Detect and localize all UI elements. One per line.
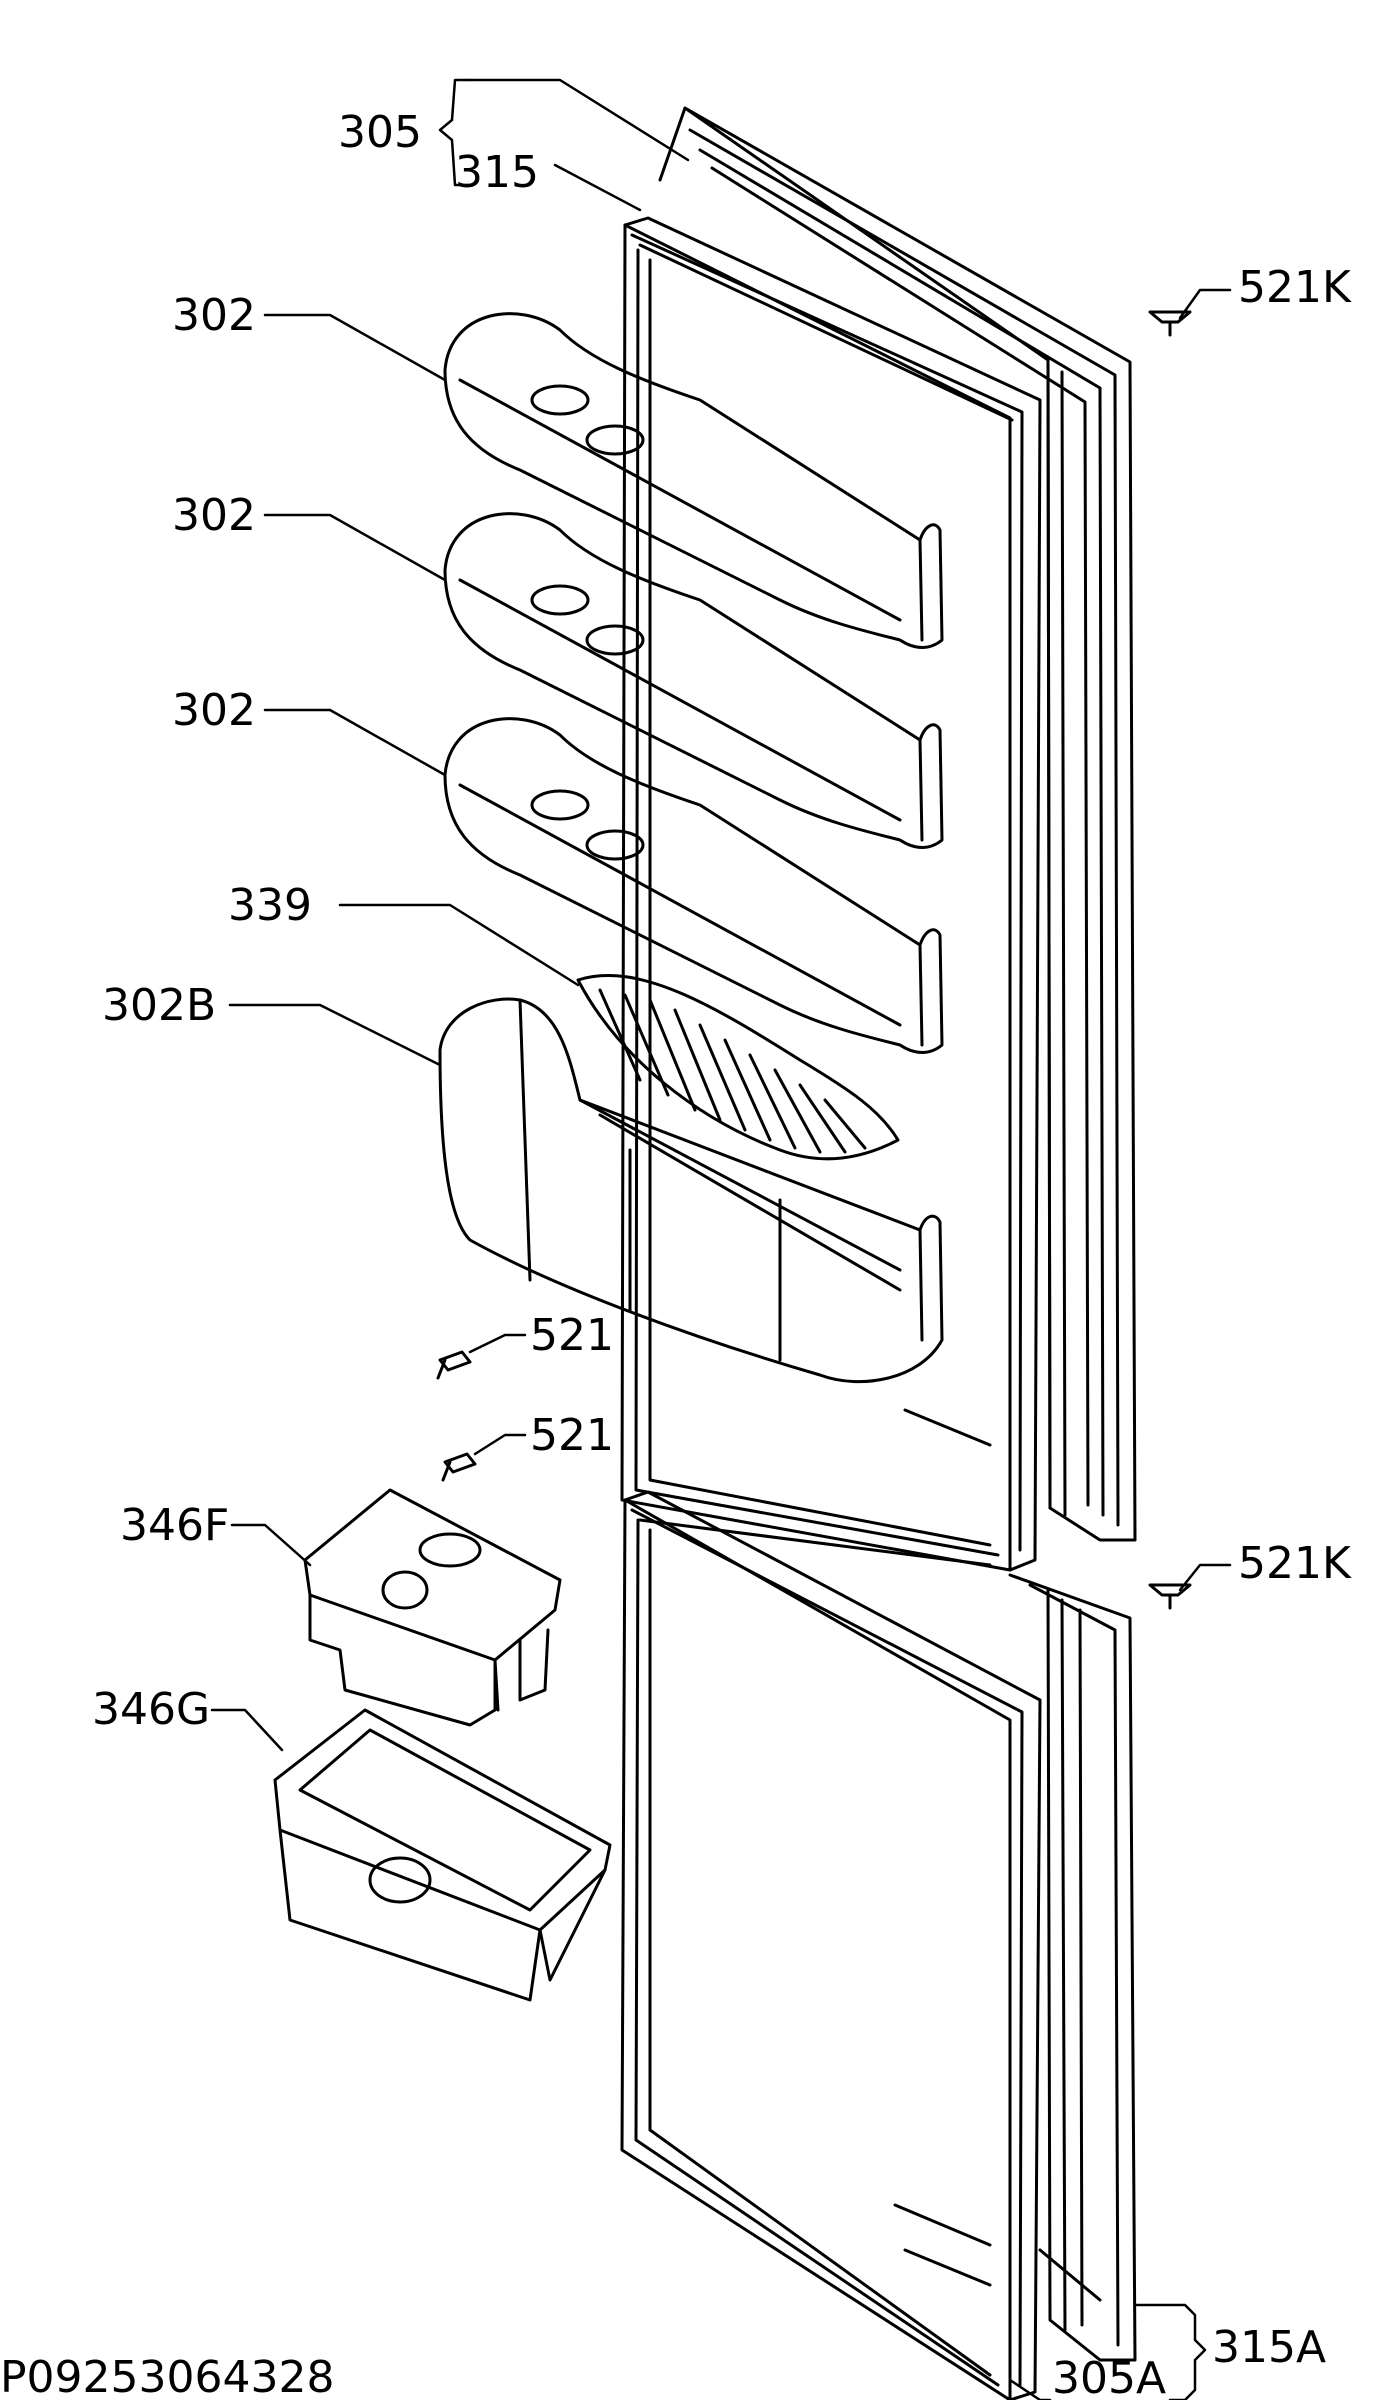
label-315a: 315A <box>1212 2322 1326 2373</box>
label-302-top: 302 <box>172 290 256 341</box>
label-521k-mid: 521K <box>1238 1538 1352 1589</box>
upper-door-gasket <box>622 218 1040 1570</box>
label-302-middle: 302 <box>172 490 256 541</box>
label-302b: 302B <box>102 980 216 1031</box>
shelf-divider-339 <box>578 975 898 1158</box>
door-shelf-302-top <box>445 314 942 648</box>
label-302-bottom: 302 <box>172 685 256 736</box>
label-315: 315 <box>455 147 539 198</box>
label-305: 305 <box>338 107 422 158</box>
screw-521k-mid <box>1150 1585 1190 1608</box>
door-shelf-302-middle <box>445 514 942 848</box>
open-box-346g <box>275 1710 610 2000</box>
label-346g: 346G <box>92 1684 210 1735</box>
leader-lines <box>212 80 1230 2400</box>
label-521-upper: 521 <box>530 1310 614 1361</box>
bottle-shelf-302b <box>440 999 942 1382</box>
lower-door-outer-frame <box>1010 1575 1135 2360</box>
lower-door-gasket <box>622 1492 1040 2400</box>
drawing-code: P09253064328 <box>0 2352 334 2400</box>
door-shelf-302-bottom <box>445 719 942 1053</box>
upper-door-outer-frame <box>660 108 1135 1540</box>
label-521-lower: 521 <box>530 1410 614 1461</box>
screw-521-lower <box>443 1454 475 1480</box>
label-339: 339 <box>228 880 312 931</box>
label-346f: 346F <box>120 1500 229 1551</box>
lidded-box-346f <box>305 1490 560 1725</box>
label-521k-top: 521K <box>1238 262 1352 313</box>
screw-521-upper <box>438 1352 470 1378</box>
label-305a: 305A <box>1052 2353 1166 2400</box>
screw-521k-top <box>1150 312 1190 335</box>
